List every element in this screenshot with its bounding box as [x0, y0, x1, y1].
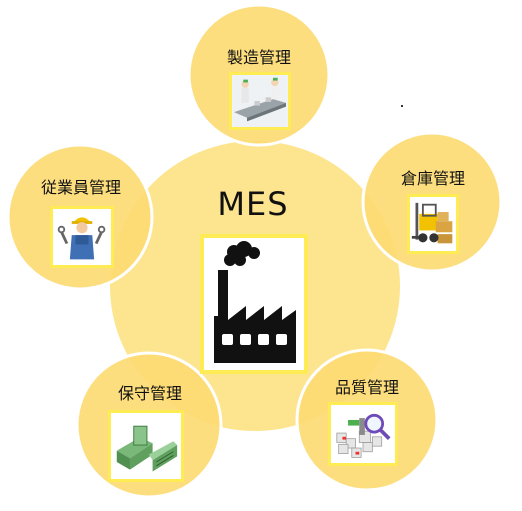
label-employee: 従業員管理: [40, 178, 122, 197]
label-manufacturing: 製造管理: [226, 48, 292, 67]
label-quality: 品質管理: [334, 378, 400, 397]
label-maintenance: 保守管理: [117, 384, 183, 403]
factory-icon: [200, 234, 308, 374]
machine-icon: [108, 410, 184, 482]
worker-wrench-icon: [50, 206, 114, 268]
label-warehouse: 倉庫管理: [400, 169, 466, 188]
stray-dot: [401, 105, 403, 107]
center-title: MES: [217, 185, 289, 223]
magnifier-inspection-icon: [328, 402, 398, 466]
conveyor-workers-icon: [229, 72, 291, 130]
forklift-icon: [407, 194, 459, 254]
